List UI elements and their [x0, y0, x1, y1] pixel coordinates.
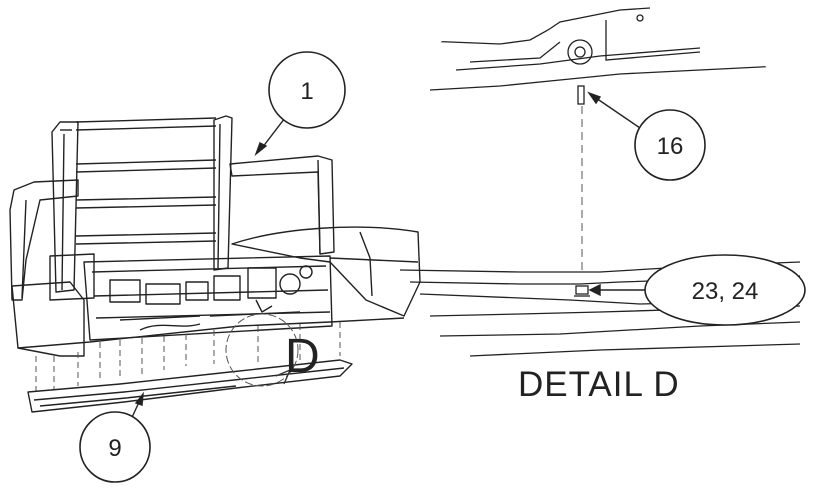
detail-marker-letter: D	[285, 330, 320, 383]
bolt-head	[567, 39, 593, 65]
detail-caption: DETAIL D	[518, 365, 680, 404]
callout-23-24-label: 23, 24	[692, 278, 759, 305]
detail-upper-part	[399, 7, 781, 105]
leader-16	[587, 91, 641, 129]
main-assembly	[9, 115, 421, 413]
drop-lines	[35, 322, 341, 392]
callout-1: 1	[268, 51, 346, 129]
bumper-body	[11, 226, 421, 357]
detail-d-indicator	[225, 313, 299, 387]
callout-16-label: 16	[657, 133, 684, 160]
callout-23-24: 23, 24	[644, 254, 806, 326]
callout-1-label: 1	[300, 78, 313, 105]
callout-9-label: 9	[108, 435, 121, 462]
callout-16: 16	[634, 109, 706, 181]
callout-9: 9	[79, 411, 151, 483]
leader-23-24	[588, 283, 652, 297]
grille-guard	[9, 115, 335, 301]
